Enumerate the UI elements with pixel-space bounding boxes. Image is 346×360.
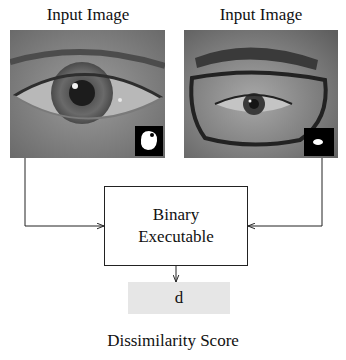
flow-arrow: [25, 158, 104, 226]
image-heading: Input Image: [182, 4, 340, 26]
input-image: Input Image: [8, 4, 168, 158]
output-box: d: [128, 282, 230, 314]
face-photo: [184, 30, 338, 158]
eye-photo: [10, 30, 165, 158]
flow-arrow: [248, 158, 322, 226]
input-image: Input Image: [182, 4, 340, 158]
node-text: Binary Executable: [123, 204, 229, 248]
node-text: d: [175, 287, 184, 309]
image-heading: Input Image: [8, 4, 168, 26]
process-box: Binary Executable: [104, 186, 248, 266]
flow-arrow: [176, 266, 177, 282]
output-caption: Dissimilarity Score: [60, 330, 286, 352]
